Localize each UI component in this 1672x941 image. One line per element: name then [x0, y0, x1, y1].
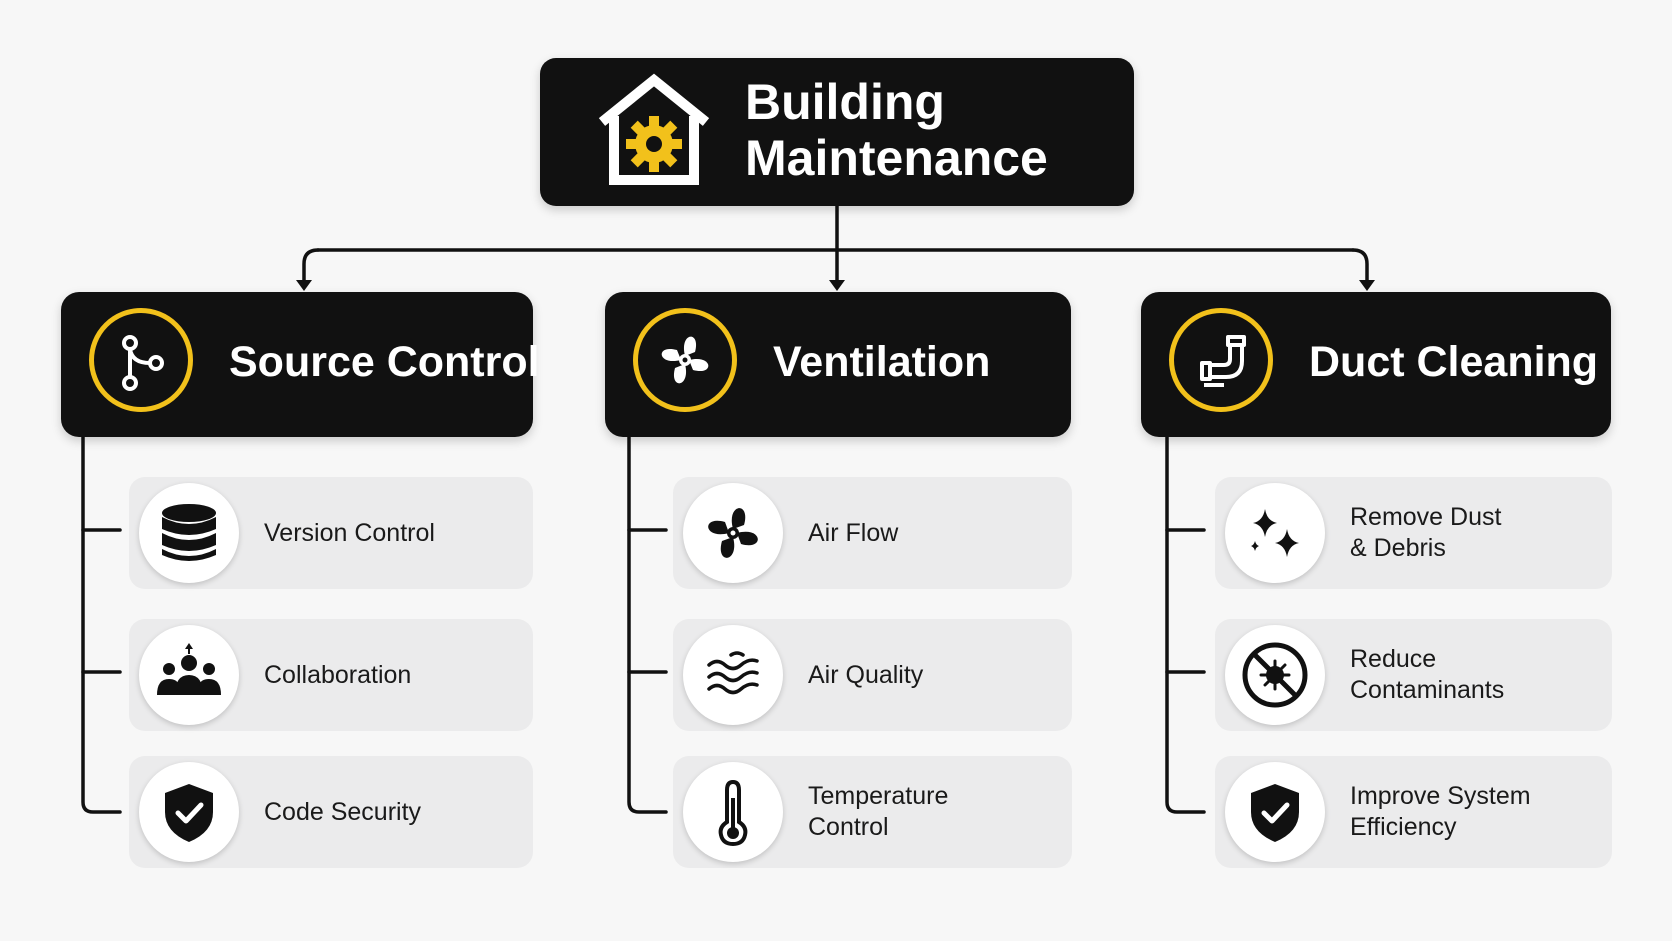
fan-icon: [633, 308, 737, 412]
branch-duct-cleaning: Duct Cleaning: [1141, 292, 1611, 437]
connector-right: [1351, 248, 1369, 285]
shield-check-icon: [139, 762, 239, 862]
git-branch-icon: [89, 308, 193, 412]
card-remove-dust: Remove Dust & Debris: [1215, 477, 1612, 589]
no-germs-icon: [1225, 625, 1325, 725]
card-collaboration: Collaboration: [129, 619, 533, 731]
connector-left: [302, 248, 320, 285]
card-label: Code Security: [264, 797, 422, 826]
card-label: Remove Dust & Debris: [1350, 503, 1502, 562]
card-label: Air Quality: [808, 660, 924, 689]
card-reduce-contaminants: Reduce Contaminants: [1215, 619, 1612, 731]
fan-icon: [683, 483, 783, 583]
arrowhead-left: [296, 280, 312, 291]
team-icon: [139, 625, 239, 725]
card-temperature-control: Temperature Control: [673, 756, 1072, 868]
arrowhead-right: [1359, 280, 1375, 291]
branch-ventilation: Ventilation: [605, 292, 1071, 437]
card-air-quality: Air Quality: [673, 619, 1072, 731]
sparkle-icon: [1225, 483, 1325, 583]
root-node: Building Maintenance: [540, 58, 1134, 206]
spine-col-1: [81, 435, 122, 814]
duct-pipe-icon: [1169, 308, 1273, 412]
card-code-security: Code Security: [129, 756, 533, 868]
card-label: Reduce Contaminants: [1350, 645, 1505, 704]
thermometer-icon: [683, 762, 783, 862]
spine-col-3: [1165, 435, 1206, 814]
card-label: Version Control: [264, 518, 435, 547]
database-icon: [139, 483, 239, 583]
card-version-control: Version Control: [129, 477, 533, 589]
card-improve-efficiency: Improve System Efficiency: [1215, 756, 1612, 868]
card-label: Collaboration: [264, 660, 412, 689]
branch-source-control: Source Control: [61, 292, 540, 437]
house-gear-icon: [592, 72, 716, 188]
arrowhead-center: [829, 280, 845, 291]
branch-title: Duct Cleaning: [1309, 338, 1599, 386]
card-label: Temperature Control: [808, 782, 949, 841]
root-title: Building Maintenance: [745, 74, 1048, 186]
air-waves-icon: [683, 625, 783, 725]
card-label: Air Flow: [808, 518, 899, 547]
card-air-flow: Air Flow: [673, 477, 1072, 589]
card-label: Improve System Efficiency: [1350, 782, 1531, 841]
branch-title: Source Control: [229, 338, 540, 386]
spine-col-2: [627, 435, 668, 814]
shield-check-icon: [1225, 762, 1325, 862]
branch-title: Ventilation: [773, 338, 991, 386]
